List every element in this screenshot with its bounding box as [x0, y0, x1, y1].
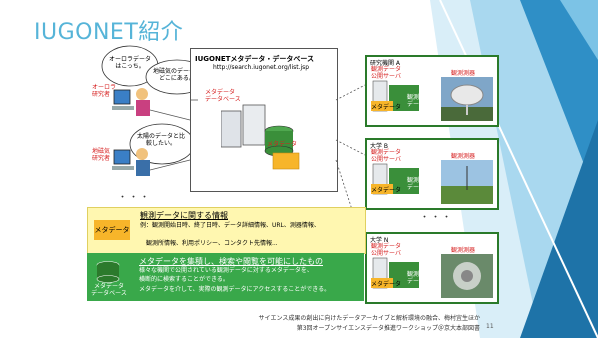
server-icon: [221, 104, 300, 170]
institution-b: 大学 B 観測データ 公開サーバ 観測測器 メタデータ 観測 データ: [365, 138, 499, 210]
institution-b-data: 観測 データ: [407, 177, 426, 191]
footer-line-2: 第3回オープンサイエンスデータ推進ワークショップ＠京大本部図書: [296, 325, 480, 332]
db-line-3: メタデータを介して、実際の観測データにアクセスすることができる。: [139, 286, 331, 293]
institution-n: 大学 N 観測データ 公開サーバ 観測測器 メタデータ 観測 データ: [365, 232, 499, 304]
institution-n-data: 観測 データ: [407, 271, 426, 285]
geomag-researcher-icon: [112, 148, 150, 176]
metadata-info-box: メタデータ 観測データに関する情報 例：観測開始日時、終了日時、データ詳細情報、…: [87, 207, 366, 254]
institution-b-name: 大学 B: [370, 143, 389, 150]
institutions-more: ・・・: [420, 213, 454, 223]
metadata-db-info-box: メタデータ データベース メタデータを集積し、検索や閲覧を可能にしたもの 様々な…: [87, 253, 364, 301]
portal-meta-label: メタデータ: [267, 141, 298, 148]
arrow-lines: [150, 84, 366, 251]
institution-a-server-label: 観測データ 公開サーバ: [371, 66, 402, 80]
aurora-researcher-label: オーロラ 研究者: [92, 84, 117, 98]
db-heading: メタデータを集積し、検索や閲覧を可能にしたもの: [139, 257, 323, 266]
institution-b-server-icon: [371, 163, 419, 195]
institution-a-meta: メタデータ: [371, 104, 402, 111]
db-line-2: 横断的に検索することができる。: [139, 276, 229, 283]
observatory-image: [441, 254, 493, 298]
researchers-more: ・・・: [118, 193, 152, 203]
institution-a-server-icon: [371, 80, 419, 112]
database-icon: [96, 261, 120, 283]
portal-url[interactable]: http://search.iugonet.org/list.jsp: [213, 64, 310, 71]
portal-title: IUGONETメタデータ・データベース: [195, 55, 315, 63]
db-tag: メタデータ データベース: [91, 283, 127, 297]
institution-n-server-icon: [371, 257, 419, 289]
institution-n-server-label: 観測データ 公開サーバ: [371, 243, 402, 257]
aurora-bubble-2-text: 地磁気のデータはどこにある。: [152, 68, 201, 82]
geomag-bubble-text: 太陽のデータと比較したい。: [136, 133, 185, 147]
institution-n-obs-label: 観測測器: [451, 247, 476, 254]
institution-a-name: 研究機関 A: [370, 60, 401, 67]
radio-telescope-image: [441, 77, 493, 121]
institution-a-obs-label: 観測測器: [451, 70, 476, 77]
institution-a-data: 観測 データ: [407, 94, 426, 108]
field-antenna-image: [441, 160, 493, 204]
page-number: 11: [486, 323, 494, 330]
metadata-line-2: 観測所情報、利用ポリシー、コンタクト先情報...: [146, 240, 278, 247]
footer-line-1: サイエンス成果の創出に向けたデータアーカイブと解析環境の融合、梅村宜生ほか: [258, 315, 480, 322]
metadata-line-1: 例：観測開始日時、終了日時、データ詳細情報、URL、測器情報、: [140, 222, 320, 229]
institution-b-meta: メタデータ: [371, 187, 402, 194]
geomag-researcher-label: 地磁気 研究者: [92, 148, 111, 162]
institution-a: 研究機関 A 観測データ 公開サーバ 観測測器 メタデータ 観測 データ: [365, 55, 499, 127]
metadata-tag: メタデータ: [94, 220, 130, 240]
aurora-bubble-text: オーロラデータはこっち。: [108, 56, 151, 70]
iugonet-portal-box: IUGONETメタデータ・データベース http://search.iugone…: [190, 48, 338, 192]
metadata-heading: 観測データに関する情報: [140, 211, 228, 220]
db-line-1: 様々な機関で公開されている観測データに対するメタデータを、: [139, 267, 313, 274]
aurora-researcher-icon: [112, 88, 150, 116]
institution-b-server-label: 観測データ 公開サーバ: [371, 149, 402, 163]
institution-b-obs-label: 観測測器: [451, 153, 476, 160]
slide-title: IUGONET紹介: [34, 20, 184, 45]
metadata-db-label: メタデータ データベース: [205, 89, 241, 103]
institution-n-meta: メタデータ: [371, 281, 402, 288]
institution-n-name: 大学 N: [370, 237, 389, 244]
